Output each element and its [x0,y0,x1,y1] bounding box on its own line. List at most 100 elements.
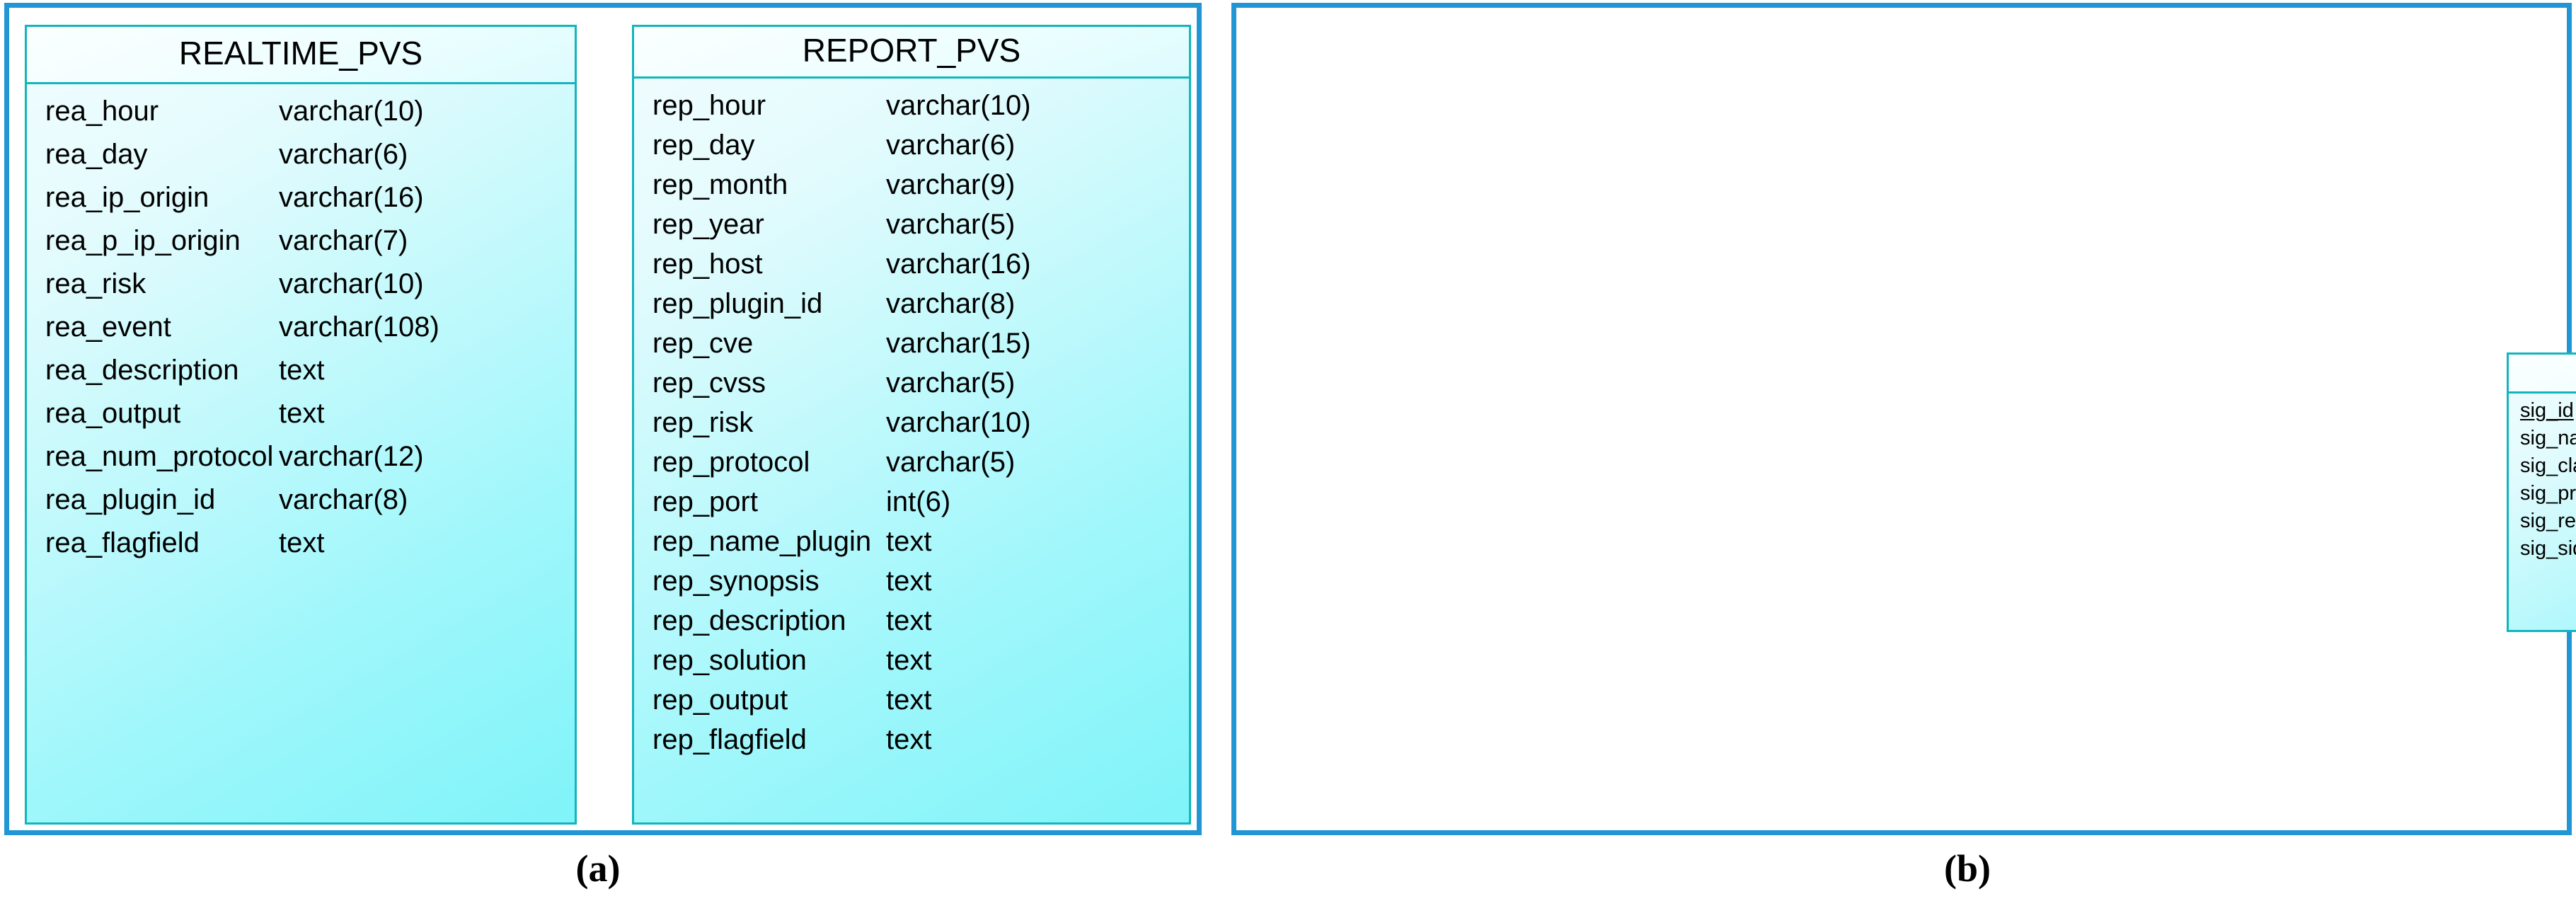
table-row: sig_idint<pk> [2509,399,2576,427]
column-name: rep_flagfield [652,724,807,755]
column-name: rep_plugin_id [652,288,823,319]
entity-signature[interactable]: SIGNATURE sig_idint<pk>sig_namevarchar(2… [2507,352,2576,632]
table-row: rep_output text [634,684,1189,724]
table-row: rep_port int(6) [634,486,1189,526]
column-type: varchar(10) [279,96,424,127]
column-type: varchar(16) [279,182,424,213]
column-name: sig_class_id [2520,454,2576,477]
column-name: rep_risk [652,407,754,438]
column-name: rea_event [45,311,171,343]
column-name: rep_cve [652,328,754,359]
column-type: varchar(12) [279,441,424,472]
column-name: rep_host [652,248,763,280]
column-type: varchar(6) [279,139,408,170]
panel-caption-a: (a) [575,847,621,890]
column-type: text [886,724,932,755]
column-name: rea_day [45,139,148,170]
column-type: varchar(10) [886,407,1031,438]
column-name: sig_id [2520,399,2574,422]
column-name: rea_plugin_id [45,484,216,515]
table-row: rep_month varchar(9) [634,169,1189,209]
column-type: varchar(15) [886,328,1031,359]
table-row: rea_plugin_id varchar(8) [27,484,575,527]
table-row: rep_hour varchar(10) [634,90,1189,130]
table-row: rea_risk varchar(10) [27,268,575,311]
column-name: rep_month [652,169,788,200]
column-name: rea_p_ip_origin [45,225,241,256]
column-type: varchar(10) [279,268,424,299]
column-type: varchar(9) [886,169,1016,200]
entity-title-report-pvs: REPORT_PVS [634,27,1189,79]
table-row: rep_cvss varchar(5) [634,367,1189,407]
column-name: sig_name [2520,427,2576,449]
table-row: rep_description text [634,605,1189,645]
column-type: text [886,645,932,676]
panel-caption-b: (b) [1944,847,1991,890]
column-type: varchar(8) [279,484,408,515]
column-name: rep_day [652,130,755,161]
table-row: rea_ip_origin varchar(16) [27,182,575,225]
column-name: rep_cvss [652,367,766,398]
column-name: rea_ip_origin [45,182,209,213]
column-type: varchar(8) [886,288,1016,319]
column-name: rep_name_plugin [652,526,872,557]
table-row: sig_revint [2509,510,2576,537]
entity-title-signature: SIGNATURE [2509,355,2576,394]
table-row: rep_risk varchar(10) [634,407,1189,447]
column-name: rea_output [45,398,181,429]
table-row: rea_output text [27,398,575,441]
column-type: text [886,605,932,636]
column-name: rep_output [652,684,788,716]
column-type: text [279,527,325,558]
column-type: text [279,355,325,386]
table-row: sig_sidint [2509,537,2576,565]
table-row: rep_cve varchar(15) [634,328,1189,367]
table-row: rea_p_ip_origin varchar(7) [27,225,575,268]
column-type: varchar(6) [886,130,1016,161]
table-row: rep_protocol varchar(5) [634,447,1189,486]
column-name: rep_hour [652,90,766,121]
column-name: rep_solution [652,645,807,676]
table-row: sig_namevarchar(255) [2509,427,2576,454]
table-row: rep_day varchar(6) [634,130,1189,169]
table-row: rep_solution text [634,645,1189,684]
column-type: varchar(5) [886,367,1016,398]
column-type: varchar(7) [279,225,408,256]
column-name: rep_protocol [652,447,810,478]
entity-title-realtime-pvs: REALTIME_PVS [27,27,575,84]
column-type: text [886,684,932,716]
column-name: sig_sid [2520,537,2576,560]
entity-body-signature: sig_idint<pk>sig_namevarchar(255)sig_cla… [2509,394,2576,570]
column-name: rea_risk [45,268,146,299]
column-type: varchar(108) [279,311,439,343]
column-name: rea_flagfield [45,527,200,558]
column-type: varchar(5) [886,209,1016,240]
panel-b: SENSOR sidint<pk>hostnametextinterfacete… [1231,3,2576,835]
column-name: sig_rev [2520,510,2576,532]
column-name: rep_year [652,209,764,240]
column-type: varchar(10) [886,90,1031,121]
table-row: sig_class_idint [2509,454,2576,482]
column-name: rep_description [652,605,846,636]
table-row: rep_year varchar(5) [634,209,1189,248]
table-row: rep_flagfield text [634,724,1189,764]
table-row: rea_event varchar(108) [27,311,575,355]
column-name: rep_synopsis [652,566,820,597]
column-name: rea_num_protocol [45,441,274,472]
column-type: int(6) [886,486,951,517]
column-type: varchar(5) [886,447,1016,478]
column-name: rep_port [652,486,758,517]
table-row: rea_flagfield text [27,527,575,570]
column-type: text [279,398,325,429]
